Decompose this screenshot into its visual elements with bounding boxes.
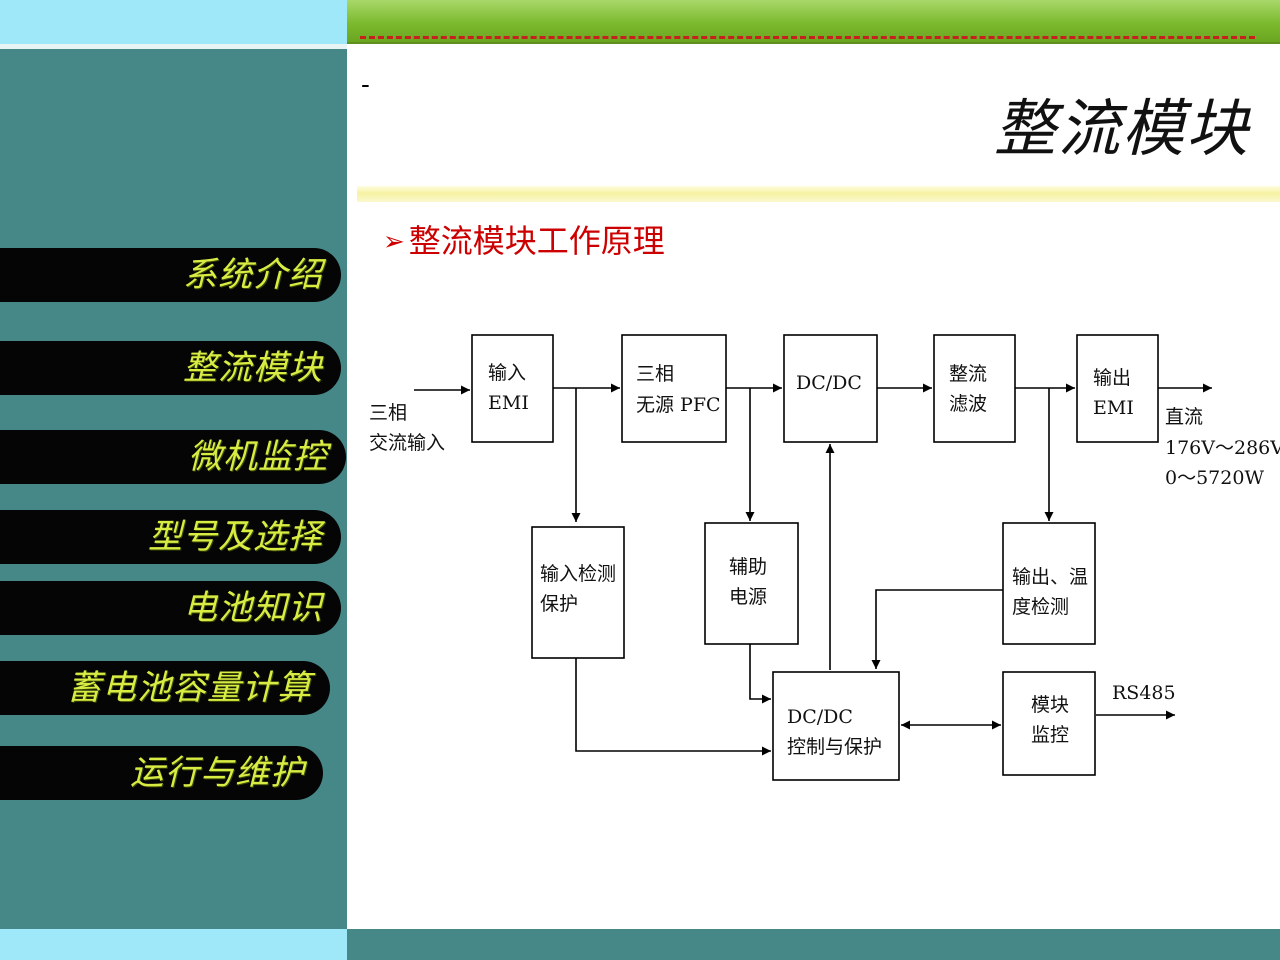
connector <box>871 589 1003 669</box>
page-title: 整流模块 <box>993 92 1250 165</box>
box-auxiliary-power: 辅助 电源 <box>704 522 799 645</box>
svg-text:输出: 输出 <box>1093 367 1131 389</box>
svg-text:无源 PFC: 无源 PFC <box>636 394 721 416</box>
section-heading: ➢整流模块工作原理 <box>383 216 665 262</box>
section-heading-text: 整流模块工作原理 <box>408 222 665 260</box>
input-label-line2: 交流输入 <box>369 432 445 454</box>
dash-mark: - <box>361 70 370 100</box>
arrow-bullet-icon: ➢ <box>383 227 405 257</box>
svg-text:保护: 保护 <box>540 593 578 615</box>
bottom-left-band <box>0 929 347 960</box>
top-left-divider <box>0 44 347 49</box>
bottom-right-band <box>347 929 1280 960</box>
output-label-line3: 0～5720W <box>1165 467 1264 489</box>
svg-text:输出、温: 输出、温 <box>1012 566 1088 588</box>
svg-text:控制与保护: 控制与保护 <box>787 736 882 758</box>
banner-dashed-line <box>360 36 1255 39</box>
svg-text:整流: 整流 <box>949 363 987 385</box>
box-output-temperature-detection: 输出、温 度检测 <box>1002 522 1096 645</box>
svg-text:电源: 电源 <box>729 586 767 608</box>
svg-text:滤波: 滤波 <box>949 393 987 415</box>
nav-item-system-intro[interactable]: 系统介绍 <box>0 248 341 302</box>
nav-item-rectifier-module[interactable]: 整流模块 <box>0 341 341 395</box>
connector <box>749 644 771 704</box>
svg-text:模块: 模块 <box>1031 694 1069 716</box>
svg-text:输入: 输入 <box>488 362 526 384</box>
input-label-line1: 三相 <box>369 402 407 424</box>
nav-item-operation-maintenance[interactable]: 运行与维护 <box>0 746 323 800</box>
svg-text:辅助: 辅助 <box>729 556 767 578</box>
connector <box>575 658 771 756</box>
nav-item-battery-knowledge[interactable]: 电池知识 <box>0 581 341 635</box>
box-dcdc: DC/DC <box>783 334 878 443</box>
output-label-line1: 直流 <box>1165 406 1203 428</box>
box-dcdc-control-protection: DC/DC 控制与保护 <box>772 671 900 781</box>
nav-item-microcomputer-monitor[interactable]: 微机监控 <box>0 430 346 484</box>
box-input-detection-protection: 输入检测 保护 <box>531 526 625 659</box>
top-left-band <box>0 0 347 44</box>
svg-text:DC/DC: DC/DC <box>787 706 853 728</box>
box-rectifier-filter: 整流 滤波 <box>933 334 1016 443</box>
output-label-line2: 176V～286V <box>1165 437 1280 459</box>
nav-item-battery-capacity[interactable]: 蓄电池容量计算 <box>0 661 330 715</box>
nav-item-model-selection[interactable]: 型号及选择 <box>0 510 341 564</box>
rs485-label: RS485 <box>1112 682 1176 704</box>
box-three-phase-passive-pfc: 三相 无源 PFC <box>621 334 727 443</box>
box-output-emi: 输出 EMI <box>1076 334 1159 443</box>
svg-text:度检测: 度检测 <box>1012 596 1069 618</box>
svg-text:输入检测: 输入检测 <box>540 563 616 585</box>
box-input-emi: 输入 EMI <box>471 334 554 443</box>
svg-text:监控: 监控 <box>1031 724 1069 746</box>
svg-text:EMI: EMI <box>488 392 529 414</box>
svg-text:EMI: EMI <box>1093 397 1134 419</box>
svg-text:三相: 三相 <box>636 363 674 385</box>
title-rule <box>357 186 1280 202</box>
svg-text:DC/DC: DC/DC <box>796 372 862 394</box>
box-module-monitor: 模块 监控 <box>1002 671 1096 776</box>
